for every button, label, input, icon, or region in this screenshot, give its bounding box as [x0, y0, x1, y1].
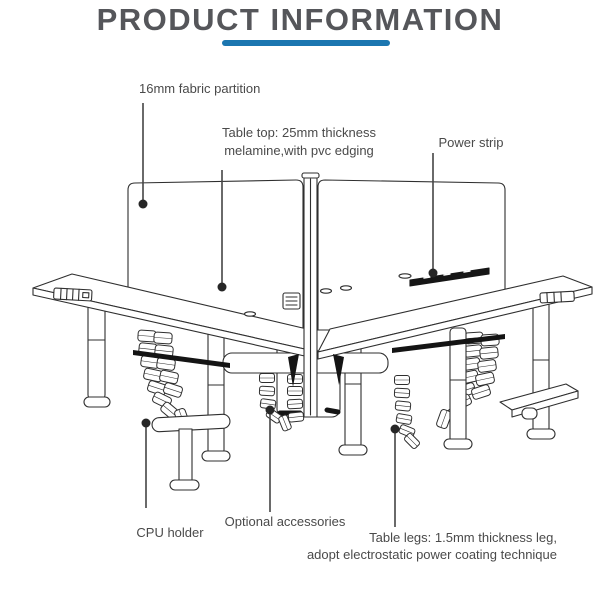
label-table-top-line2: melamine,with pvc edging: [224, 143, 374, 158]
label-power-strip: Power strip: [438, 135, 503, 150]
label-table-legs-line1: Table legs: 1.5mm thickness leg,: [369, 530, 557, 545]
page-title: PRODUCT INFORMATION: [96, 2, 504, 37]
label-table-top-line1: Table top: 25mm thickness: [222, 125, 376, 140]
tabletop-callout-dot: [217, 282, 227, 292]
cpu-holder-bracket-right: [499, 383, 579, 420]
cable-grommet: [243, 311, 257, 317]
cable-grommet: [319, 288, 333, 294]
partition-callout-dot: [138, 199, 148, 209]
table-leg-left-outer: [83, 299, 111, 408]
left-cable-spine: [137, 329, 191, 429]
table-leg-inner-left: [201, 327, 231, 462]
power-strip-callout-dot: [428, 268, 438, 278]
power-strip: [409, 267, 490, 287]
label-cpu-holder: CPU holder: [136, 525, 204, 540]
center-gusset: [288, 354, 299, 387]
center-partition-post: [301, 172, 320, 418]
label-table-legs-line2: adopt electrostatic power coating techni…: [307, 547, 557, 562]
right-cable-tray: [392, 334, 505, 353]
height-control-keypad-left: [53, 287, 93, 302]
cpu-holder-stand: [151, 413, 231, 491]
cable-grommet: [398, 273, 412, 279]
cable-grommet: [339, 285, 353, 291]
height-control-keypad-center: [282, 292, 301, 310]
callout-lines: [142, 103, 434, 527]
label-fabric-partition: 16mm fabric partition: [139, 81, 260, 96]
left-cable-tray: [133, 350, 230, 368]
right-cable-spine: [435, 331, 500, 430]
optional-accessories-callout-dot: [265, 405, 275, 415]
cpu-holder-callout-dot: [141, 418, 151, 428]
callout-labels: 16mm fabric partition Table top: 25mm th…: [136, 81, 557, 562]
table-leg-inner-right: [443, 327, 473, 450]
right-desk-top: [317, 275, 593, 360]
right-center-cable-chain: [393, 374, 422, 451]
center-gusset: [333, 354, 344, 385]
height-control-keypad-right: [539, 290, 575, 304]
table-legs-callout-dot: [390, 424, 400, 434]
callout-dots: [138, 199, 438, 434]
title-underline-bar: [222, 40, 390, 46]
label-optional-accessories: Optional accessories: [225, 514, 346, 529]
